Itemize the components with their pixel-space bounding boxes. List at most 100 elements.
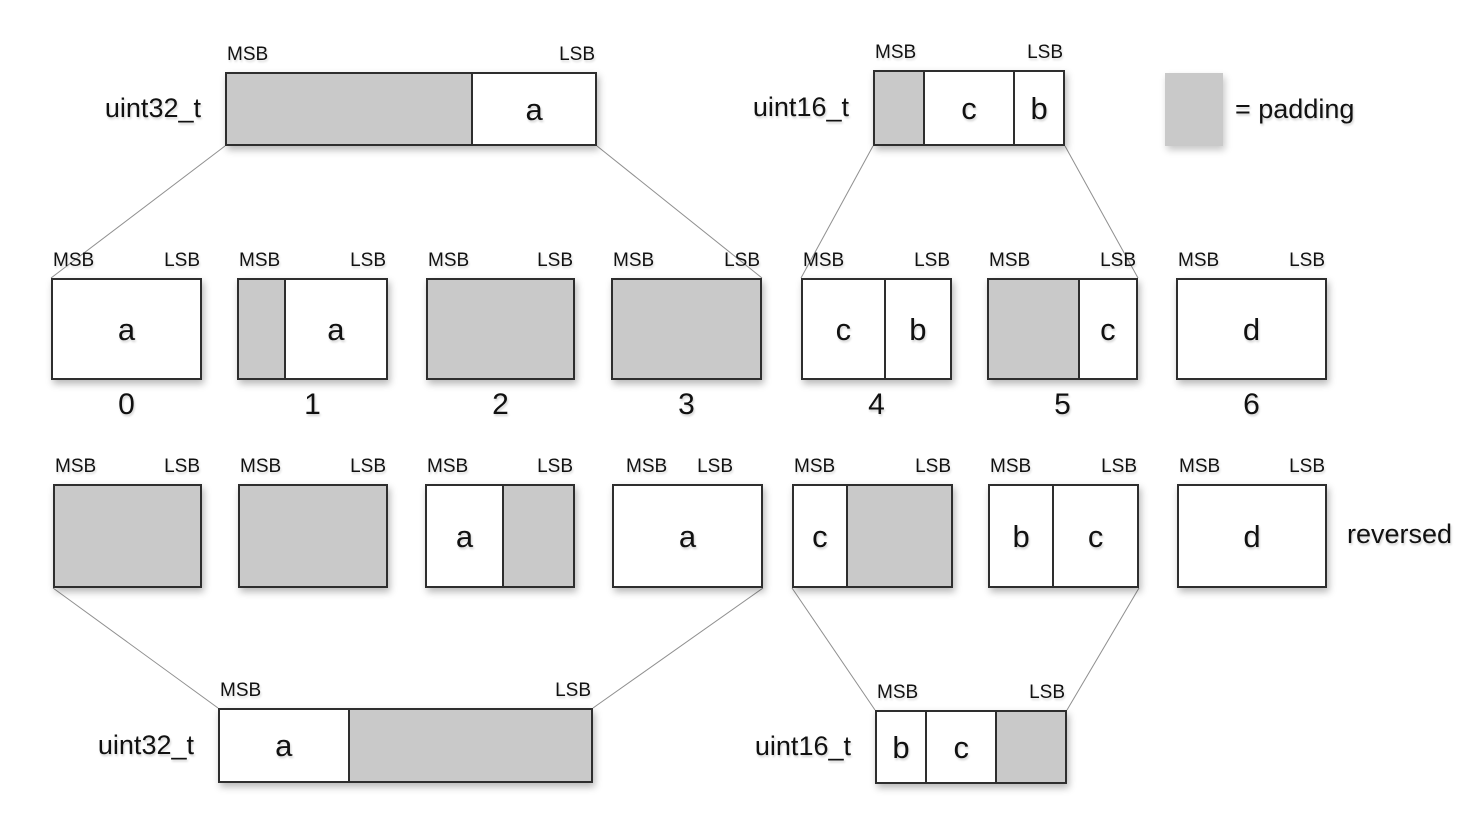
field-letter: b (1012, 518, 1030, 554)
byte-1-padding-segment (239, 280, 284, 378)
field-letter: c (812, 518, 828, 554)
rev-byte-4-box: c (792, 484, 953, 588)
rev-byte-6-bit-labels: MSB LSB (1177, 457, 1327, 476)
uint32-top-padding-segment (227, 74, 472, 144)
rev-byte-6-box: d (1177, 484, 1327, 588)
byte-6-box: d (1176, 278, 1327, 380)
byte-1-field-a: a (283, 280, 386, 378)
msb-label: MSB (53, 250, 95, 271)
uint32-top-type-label: uint32_t (104, 93, 201, 123)
rev-byte-5-bit-labels: MSB LSB (988, 457, 1139, 476)
uint32-bottom-box: a (218, 708, 593, 783)
lsb-label: LSB (1289, 456, 1325, 477)
rev-byte-4-padding-segment (845, 486, 951, 586)
lsb-label: LSB (537, 250, 573, 271)
uint16-top-field-c: c (922, 72, 1013, 144)
lsb-label: LSB (914, 250, 950, 271)
lsb-label: LSB (1101, 456, 1137, 477)
lsb-label: LSB (555, 680, 591, 701)
connector-line-6 (791, 587, 876, 711)
reversed-row-label: reversed (1347, 519, 1453, 549)
msb-label: MSB (427, 456, 469, 477)
msb-label: MSB (626, 456, 668, 477)
connector-line-4 (52, 587, 219, 709)
rev-byte-2-field-a: a (427, 486, 502, 586)
byte-1-index-label: 1 (304, 388, 321, 421)
msb-label: MSB (220, 680, 262, 701)
msb-label: MSB (227, 44, 269, 65)
rev-byte-4-field-c: c (794, 486, 846, 586)
byte-1-bit-labels: MSB LSB (237, 251, 388, 270)
msb-label: MSB (794, 456, 836, 477)
lsb-label: LSB (350, 456, 386, 477)
connector-line-1 (596, 145, 763, 279)
connector-line-5 (592, 587, 764, 709)
byte-4-field-b: b (883, 280, 950, 378)
byte-3-index-label: 3 (678, 388, 695, 421)
rev-byte-2-bit-labels: MSB LSB (425, 457, 575, 476)
byte-1-box: a (237, 278, 388, 380)
field-letter: d (1243, 518, 1261, 554)
padding-legend-label: = padding (1235, 94, 1355, 124)
msb-label: MSB (613, 250, 655, 271)
uint16-top-padding-segment (875, 72, 923, 144)
rev-byte-1-box (238, 484, 388, 588)
field-letter: b (909, 311, 927, 347)
lsb-label: LSB (537, 456, 573, 477)
lsb-label: LSB (1029, 682, 1065, 703)
uint32-bottom-bit-labels: MSB LSB (218, 681, 593, 700)
rev-byte-2-box: a (425, 484, 575, 588)
rev-byte-3-field-a: a (614, 486, 761, 586)
field-letter: a (117, 311, 136, 347)
byte-3-box (611, 278, 762, 380)
uint32-top-box: a (225, 72, 597, 146)
uint16-bottom-padding-segment (995, 712, 1065, 782)
rev-byte-5-field-b: b (990, 486, 1052, 586)
lsb-label: LSB (915, 456, 951, 477)
field-letter: b (1030, 90, 1048, 126)
field-letter: a (327, 311, 345, 347)
msb-label: MSB (1179, 456, 1221, 477)
rev-byte-2-padding-segment (501, 486, 573, 586)
rev-byte-0-box (53, 484, 202, 588)
field-letter: c (1087, 518, 1104, 554)
msb-label: MSB (990, 456, 1032, 477)
lsb-label: LSB (559, 44, 595, 65)
field-letter: c (1100, 311, 1116, 347)
uint32-bottom-padding-segment (347, 710, 591, 781)
uint32-top-field-a: a (471, 74, 595, 144)
byte-5-box: c (987, 278, 1138, 380)
field-letter: c (835, 311, 852, 347)
rev-byte-4-bit-labels: MSB LSB (792, 457, 953, 476)
uint32-bottom-type-label: uint32_t (97, 729, 194, 760)
field-letter: a (275, 728, 293, 763)
connector-line-2 (800, 145, 874, 279)
lsb-label: LSB (350, 250, 386, 271)
msb-label: MSB (239, 250, 281, 271)
byte-6-index-label: 6 (1243, 388, 1260, 421)
field-letter: a (525, 91, 543, 127)
lsb-label: LSB (724, 250, 760, 271)
uint16-bottom-type-label: uint16_t (754, 731, 851, 761)
connector-line-7 (1066, 587, 1140, 711)
byte-5-index-label: 5 (1054, 388, 1071, 421)
rev-byte-6-field-d: d (1179, 486, 1325, 586)
lsb-label: LSB (1027, 42, 1063, 63)
rev-byte-5-field-c: c (1052, 486, 1137, 586)
byte-2-padding-segment (428, 280, 573, 378)
uint16-top-type-label: uint16_t (752, 92, 849, 122)
